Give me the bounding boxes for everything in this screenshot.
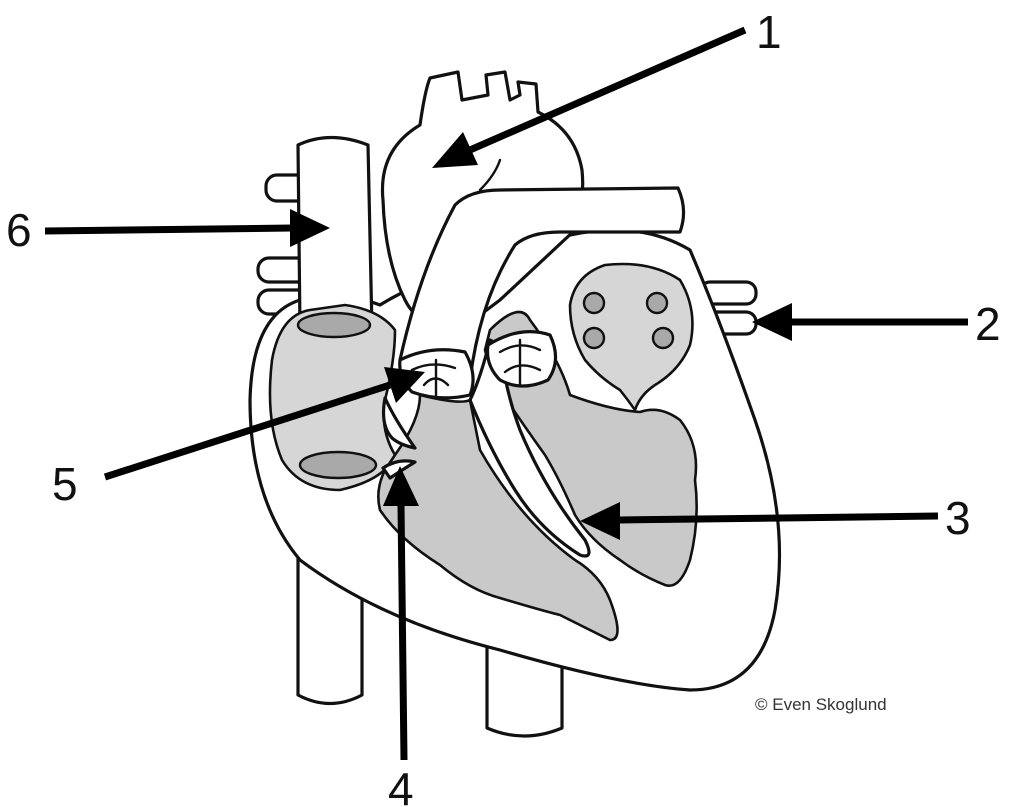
vena-cava-opening-top bbox=[298, 313, 370, 337]
arrow-6 bbox=[45, 209, 330, 247]
pulmonary-vein-opening-4 bbox=[653, 328, 673, 348]
label-4: 4 bbox=[388, 763, 414, 807]
credit-text: © Even Skoglund bbox=[755, 695, 887, 714]
label-3: 3 bbox=[945, 492, 971, 544]
pulmonary-vein-opening-3 bbox=[584, 328, 604, 348]
label-6: 6 bbox=[6, 204, 32, 256]
label-1: 1 bbox=[756, 6, 782, 58]
pulmonary-vein-opening-2 bbox=[647, 293, 667, 313]
label-2: 2 bbox=[975, 298, 1001, 350]
label-5: 5 bbox=[52, 458, 78, 510]
vena-cava-opening-bottom bbox=[300, 452, 376, 478]
aortic-valve bbox=[488, 332, 556, 386]
pulmonary-vein-opening-1 bbox=[584, 293, 604, 313]
arrow-2 bbox=[752, 303, 968, 341]
